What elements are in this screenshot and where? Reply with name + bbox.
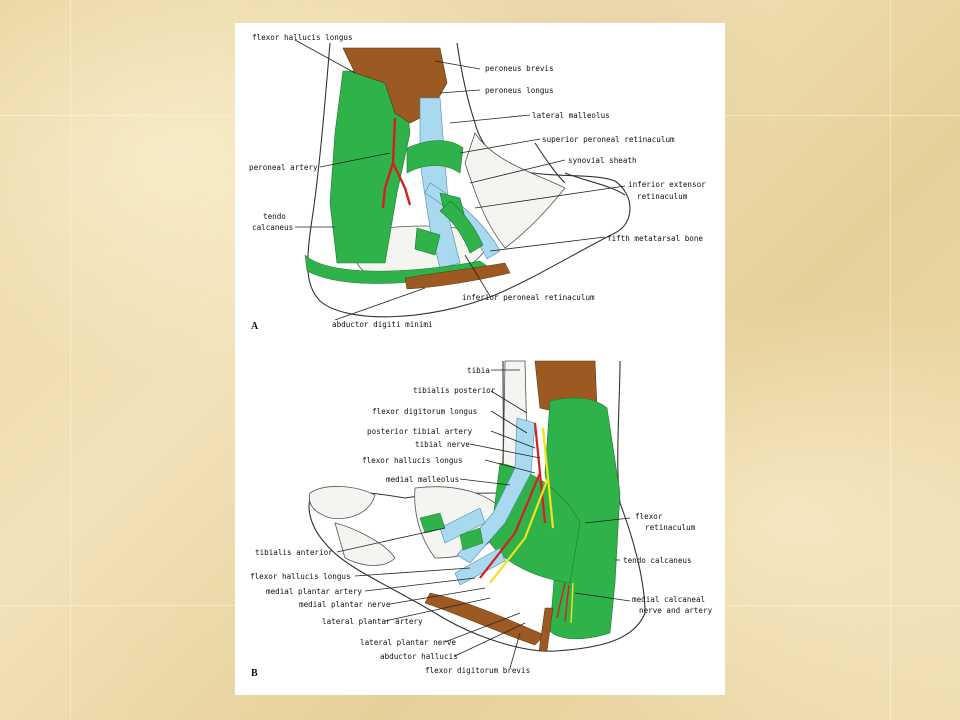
label-flexor-hallucis-longus-a: flexor hallucis longus xyxy=(252,33,353,42)
label-lateral-malleolus: lateral malleolus xyxy=(532,111,610,120)
label-tibialis-posterior: tibialis posterior xyxy=(413,386,496,395)
label-tendo-calcaneus-b: tendo calcaneus xyxy=(623,556,692,565)
label-lateral-plantar-nerve: lateral plantar nerve xyxy=(360,638,456,647)
label-flexor-digitorum-longus: flexor digitorum longus xyxy=(372,407,477,416)
label-lateral-plantar-artery: lateral plantar artery xyxy=(322,617,423,626)
label-inferior-extensor-retinaculum: retinaculum xyxy=(637,192,688,201)
figure-a-drawing xyxy=(304,42,631,318)
label-flexor-hallucis-longus-b2: flexor hallucis longus xyxy=(250,572,351,581)
label-tibialis-anterior: tibialis anterior xyxy=(255,548,333,557)
figure-a-labels: flexor hallucis longus peroneus brevis p… xyxy=(249,33,706,332)
label-flexor-hallucis-longus-b: flexor hallucis longus xyxy=(362,456,463,465)
label-flexor: flexor xyxy=(635,512,663,521)
background-seam xyxy=(70,0,71,720)
label-peroneus-brevis: peroneus brevis xyxy=(485,64,554,73)
label-peroneus-longus: peroneus longus xyxy=(485,86,554,95)
label-synovial-sheath: synovial sheath xyxy=(568,156,637,165)
figure-b-drawing xyxy=(308,360,646,652)
label-medial-calcaneal: medial calcaneal xyxy=(632,595,705,604)
label-abductor-hallucis: abductor hallucis xyxy=(380,652,458,661)
anatomy-figure-sheet: flexor hallucis longus peroneus brevis p… xyxy=(235,23,725,695)
label-posterior-tibial-artery: posterior tibial artery xyxy=(367,427,473,436)
background-seam xyxy=(890,0,891,720)
label-peroneal-artery: peroneal artery xyxy=(249,163,318,172)
figure-b-leaders xyxy=(336,369,631,669)
label-flexor-digitorum-brevis: flexor digitorum brevis xyxy=(425,666,530,675)
inferior-peroneal-retinaculum-a xyxy=(439,200,484,254)
label-medial-plantar-nerve: medial plantar nerve xyxy=(299,600,391,609)
synovial-sheath-a xyxy=(419,97,461,269)
tibial-nerve-b xyxy=(489,427,555,584)
medial-calcaneal-nerve-artery-b xyxy=(556,582,570,622)
label-nerve-and-artery: nerve and artery xyxy=(639,606,713,615)
label-tibial-nerve: tibial nerve xyxy=(415,440,470,449)
panel-letter-a: A xyxy=(251,321,259,332)
label-fifth-metatarsal-bone: fifth metatarsal bone xyxy=(607,234,703,243)
label-tendo: tendo xyxy=(263,212,286,221)
panel-letter-b: B xyxy=(251,668,258,679)
superior-peroneal-retinaculum-a xyxy=(406,140,464,174)
label-medial-plantar-artery: medial plantar artery xyxy=(266,587,362,596)
figure-a-leaders xyxy=(294,39,626,321)
label-retinaculum: retinaculum xyxy=(645,523,696,532)
label-tibia: tibia xyxy=(467,366,490,375)
label-inferior-extensor: inferior extensor xyxy=(628,180,706,189)
ankle-anatomy-illustration: flexor hallucis longus peroneus brevis p… xyxy=(249,33,713,679)
label-abductor-digiti-minimi: abductor digiti minimi xyxy=(332,320,433,329)
label-calcaneus: calcaneus xyxy=(252,223,293,232)
figure-b-labels: tibia tibialis posterior flexor digitoru… xyxy=(250,366,713,679)
label-inferior-peroneal-retinaculum: inferior peroneal retinaculum xyxy=(462,293,595,302)
label-superior-peroneal-retinaculum: superior peroneal retinaculum xyxy=(542,135,675,144)
abductor-digiti-minimi-a xyxy=(404,262,511,290)
peroneal-artery-a xyxy=(381,117,412,209)
label-medial-malleolus: medial malleolus xyxy=(386,475,459,484)
posterior-tibial-artery-b xyxy=(479,422,547,579)
